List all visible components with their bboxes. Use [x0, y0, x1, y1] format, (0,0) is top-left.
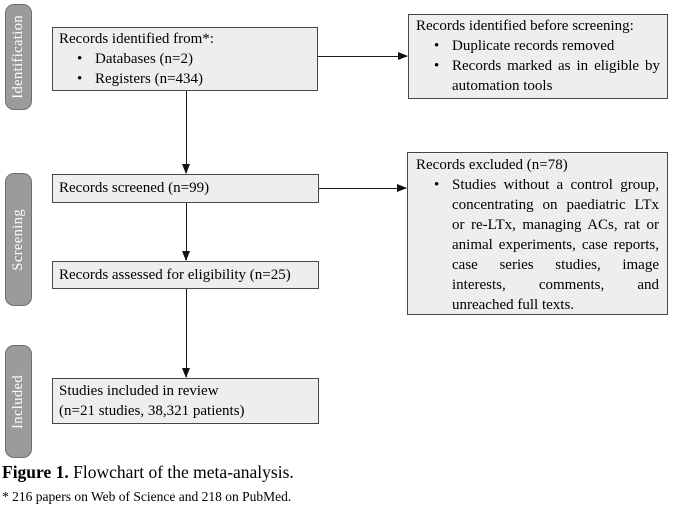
bullet-item: Databases (n=2) — [59, 49, 311, 69]
figure-caption-text: Flowchart of the meta-analysis. — [68, 462, 294, 482]
box-title: Records excluded (n=78) — [416, 157, 568, 173]
arrow-identified-to-before-screening — [318, 51, 408, 60]
box-line: (n=21 studies, 38,321 patients) — [59, 403, 245, 419]
arrowhead-down-icon — [181, 251, 190, 261]
box-records-screened: Records screened (n=99) — [52, 174, 319, 203]
box-title: Records identified before screening: — [416, 18, 634, 34]
bullet-item: Records marked as in eligible by automat… — [416, 56, 660, 96]
box-records-identified-before-screening: Records identified before screening: Dup… — [408, 14, 668, 99]
box-records-excluded: Records excluded (n=78) Studies without … — [407, 152, 668, 315]
arrowhead-down-icon — [181, 164, 190, 174]
arrow-screened-to-assessed — [181, 203, 190, 261]
bullet-item: Studies without a control group, concent… — [416, 175, 659, 315]
bullet-item: Duplicate records removed — [416, 36, 660, 56]
stage-tab-included: Included — [5, 345, 32, 458]
box-studies-included: Studies included in review (n=21 studies… — [52, 378, 319, 424]
figure-caption-label: Figure 1. — [2, 462, 69, 482]
stage-label: Included — [10, 374, 26, 429]
stage-tab-identification: Identification — [5, 4, 32, 110]
box-title: Records identified from*: — [59, 31, 214, 47]
bullet-item: Registers (n=434) — [59, 69, 311, 89]
arrow-assessed-to-included — [181, 289, 190, 378]
box-title: Records assessed for eligibility (n=25) — [59, 267, 291, 283]
stage-tab-screening: Screening — [5, 173, 32, 306]
box-line: Studies included in review — [59, 383, 219, 399]
arrow-identified-to-screened — [181, 91, 190, 174]
arrow-screened-to-excluded — [319, 183, 407, 192]
arrowhead-down-icon — [181, 368, 190, 378]
figure-caption: Figure 1. Flowchart of the meta-analysis… — [2, 462, 294, 483]
stage-label: Screening — [10, 208, 26, 271]
figure-footnote: * 216 papers on Web of Science and 218 o… — [2, 489, 292, 504]
arrowhead-right-icon — [398, 51, 408, 60]
box-records-identified: Records identified from*: Databases (n=2… — [52, 27, 318, 91]
box-title: Records screened (n=99) — [59, 180, 210, 196]
stage-label: Identification — [10, 15, 26, 99]
box-records-assessed: Records assessed for eligibility (n=25) — [52, 261, 319, 289]
arrowhead-right-icon — [397, 183, 407, 192]
